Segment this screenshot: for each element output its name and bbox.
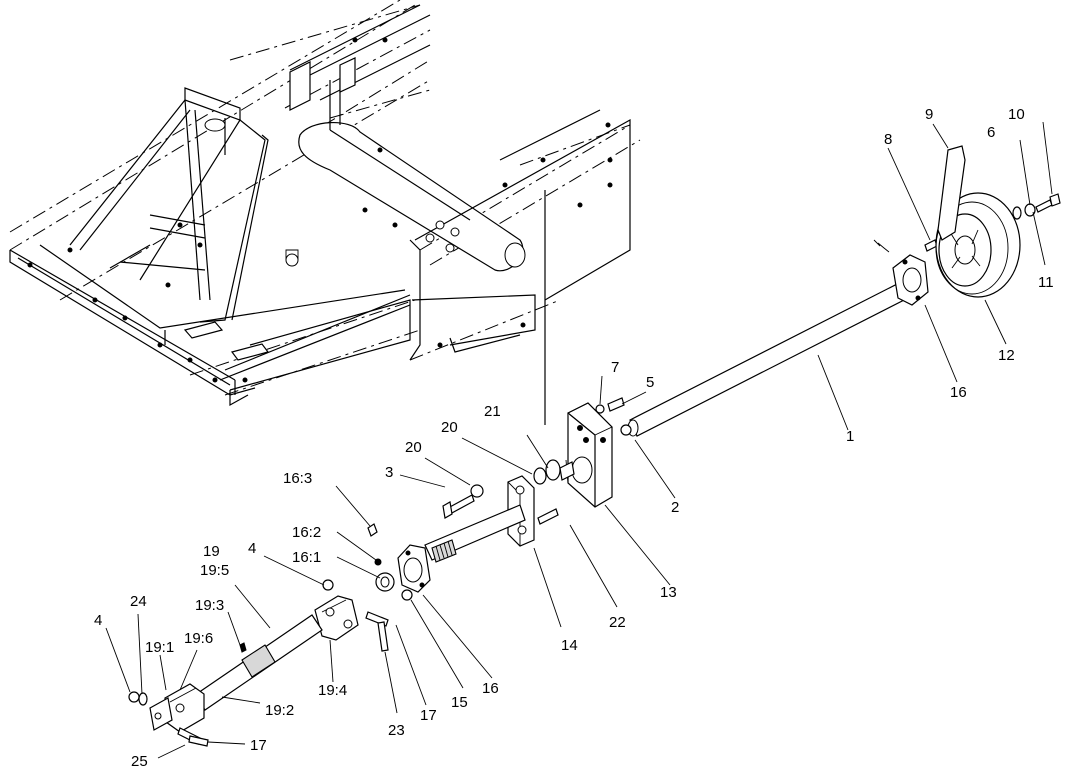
callout-16-center: 16 — [482, 680, 499, 697]
callout-19-1: 19:1 — [145, 639, 174, 656]
hex-nut-upper — [322, 579, 334, 591]
nut — [595, 404, 605, 414]
callout-20-right: 20 — [441, 419, 458, 436]
callout-24: 24 — [130, 593, 147, 610]
spacer-washer — [533, 467, 547, 485]
callout-6: 6 — [987, 124, 995, 141]
pulley-flange-bearing — [873, 239, 929, 306]
callout-10: 10 — [1008, 106, 1025, 123]
leader-lines — [105, 121, 1053, 759]
callout-7: 7 — [611, 359, 619, 376]
callout-5: 5 — [646, 374, 654, 391]
set-screw — [374, 558, 382, 566]
callout-19-4: 19:4 — [318, 682, 347, 699]
callout-17-lower: 17 — [250, 737, 267, 754]
belt-guide-arm — [937, 145, 966, 241]
washer — [1012, 206, 1022, 220]
main-drive-shaft — [627, 279, 913, 437]
bushing — [545, 459, 561, 481]
callout-13: 13 — [660, 584, 677, 601]
callout-19: 19 — [203, 543, 220, 560]
callout-4-upper: 4 — [248, 540, 256, 557]
yoke-bolt — [377, 621, 389, 652]
callout-19-6: 19:6 — [184, 630, 213, 647]
mower-frame — [9, 0, 641, 425]
flange-bearing — [397, 544, 431, 593]
carriage-bolt — [442, 494, 475, 519]
flange-nut — [401, 589, 413, 601]
flat-washer — [470, 484, 484, 498]
bracket-bolt — [537, 508, 559, 525]
callout-4-lower: 4 — [94, 612, 102, 629]
shaft-key — [924, 239, 938, 252]
callout-16-1: 16:1 — [292, 549, 321, 566]
callout-16-2: 16:2 — [292, 524, 321, 541]
callout-16-3: 16:3 — [283, 470, 312, 487]
callout-19-5: 19:5 — [200, 562, 229, 579]
callout-20-left: 20 — [405, 439, 422, 456]
callout-3: 3 — [385, 464, 393, 481]
callout-23: 23 — [388, 722, 405, 739]
pulley-bolt — [1035, 193, 1061, 213]
callout-19-2: 19:2 — [265, 702, 294, 719]
callout-25: 25 — [131, 753, 148, 770]
callout-11: 11 — [1038, 274, 1054, 291]
callout-14: 14 — [561, 637, 578, 654]
callout-9: 9 — [925, 106, 933, 123]
callout-22: 22 — [609, 614, 626, 631]
callout-16-right: 16 — [950, 384, 967, 401]
mounting-bracket — [559, 402, 613, 508]
callout-12: 12 — [998, 347, 1015, 364]
callout-8: 8 — [884, 131, 892, 148]
callout-1: 1 — [846, 428, 854, 445]
callout-21: 21 — [484, 403, 501, 420]
callout-labels: 1 2 3 4 4 5 6 7 8 9 10 11 12 13 14 15 16… — [94, 106, 1054, 770]
callout-15: 15 — [451, 694, 468, 711]
lock-washer-lower — [138, 692, 148, 706]
intermediate-shaft — [424, 504, 526, 563]
callout-2: 2 — [671, 499, 679, 516]
callout-19-3: 19:3 — [195, 597, 224, 614]
bolt — [607, 397, 625, 412]
callout-17-upper: 17 — [420, 707, 437, 724]
grease-fitting — [367, 523, 378, 537]
hex-nut-lower — [128, 691, 140, 703]
hex-nut — [620, 424, 632, 436]
drive-shaft-assembly — [149, 595, 359, 745]
lower-cross-bolt — [188, 735, 209, 747]
